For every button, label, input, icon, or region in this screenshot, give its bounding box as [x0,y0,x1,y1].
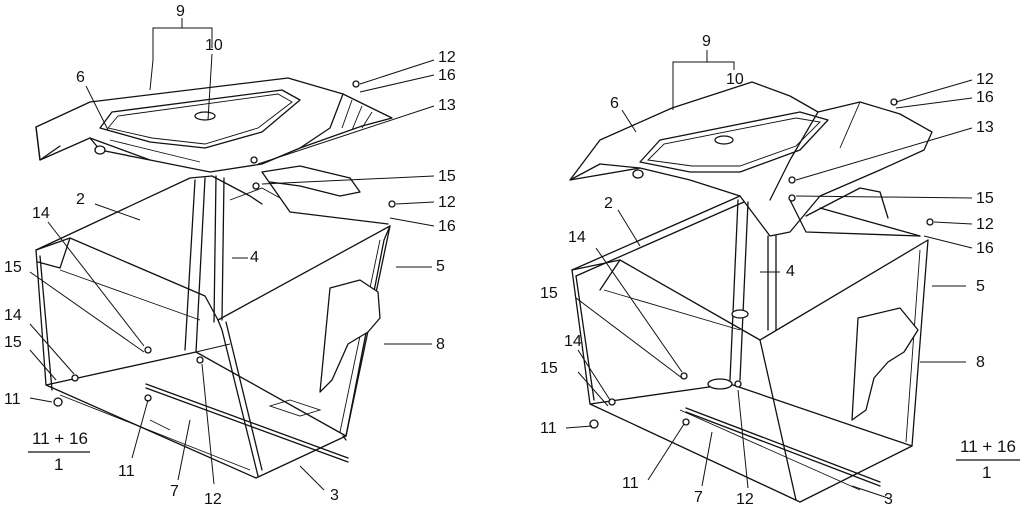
callout-label: 6 [76,69,85,86]
bolt-icon [788,176,796,184]
callout-label: 15 [976,190,994,207]
callout-label: 15 [540,360,558,377]
bolt-icon [682,418,690,426]
left-leader-lines [29,18,435,491]
right-fraction: 11 + 16 1 [956,437,1020,482]
callout-label: 15 [438,168,456,185]
callout-label: 9 [176,3,185,20]
left-callouts: 9 10 6 12 16 13 15 12 16 2 14 4 15 5 14 … [4,3,456,508]
bolt-icon [734,380,742,388]
callout-label: 11 [4,391,21,408]
callout-label: 12 [736,491,754,508]
right-posts [729,199,777,381]
left-upper-frame [35,165,389,251]
bolt-icon [388,200,396,208]
bolt-icon [589,419,599,429]
callout-label: 14 [4,307,22,324]
callout-label: 8 [436,336,445,353]
right-side-panel [707,307,919,421]
callout-label: 7 [170,483,179,500]
callout-label: 11 [622,475,639,492]
right-bottom-rods [685,407,881,487]
bolt-icon [144,346,152,354]
fraction-denominator: 1 [982,463,991,482]
fraction-denominator: 1 [54,455,63,474]
left-posts [184,175,225,353]
callout-label: 6 [610,95,619,112]
callout-label: 3 [884,491,893,508]
bolt-icon [252,182,260,190]
left-bottom-rods [145,383,349,463]
callout-label: 12 [976,216,994,233]
callout-label: 5 [436,258,445,275]
callout-label: 14 [564,333,582,350]
bolt-icon [196,356,204,364]
fraction-numerator: 11 + 16 [32,429,88,448]
callout-label: 15 [540,285,558,302]
bolt-icon [71,374,79,382]
callout-label: 15 [4,334,22,351]
bolt-icon [680,372,688,380]
right-callouts: 9 10 6 12 16 13 15 12 16 2 14 4 5 15 8 1… [540,33,994,508]
callout-label: 10 [726,71,744,88]
left-bag-frame [35,225,391,479]
callout-label: 8 [976,354,985,371]
bolt-icon [250,156,258,164]
bolt-icon [788,194,796,202]
callout-label: 10 [205,37,223,54]
callout-label: 16 [976,240,994,257]
left-lid [35,77,393,173]
callout-label: 9 [702,33,711,50]
bolt-icon [926,218,934,226]
callout-label: 15 [4,259,22,276]
left-fraction: 11 + 16 1 [28,429,90,474]
callout-label: 14 [32,205,50,222]
right-lid [569,81,933,237]
callout-label: 2 [76,191,85,208]
callout-label: 16 [438,218,456,235]
callout-label: 14 [568,229,586,246]
callout-label: 7 [694,489,703,506]
bolt-icon [608,398,616,406]
callout-label: 12 [438,194,456,211]
fraction-numerator: 11 + 16 [960,437,1016,456]
callout-label: 16 [438,67,456,84]
callout-label: 12 [438,49,456,66]
right-fasteners [589,98,934,429]
callout-label: 2 [604,195,613,212]
callout-label: 11 [540,420,557,437]
callout-label: 11 [118,463,135,480]
callout-label: 13 [976,119,994,136]
callout-label: 12 [204,491,222,508]
callout-label: 3 [330,487,339,504]
callout-label: 4 [786,263,795,280]
callout-label: 13 [438,97,456,114]
bolt-icon [352,80,360,88]
callout-label: 12 [976,71,994,88]
left-fasteners [53,80,396,407]
bolt-icon [53,397,63,407]
left-side-panel [319,279,381,441]
callout-label: 4 [250,249,259,266]
right-leader-lines [565,50,973,499]
right-assembly [565,50,973,503]
left-assembly [29,18,435,491]
callout-label: 16 [976,89,994,106]
callout-label: 5 [976,278,985,295]
